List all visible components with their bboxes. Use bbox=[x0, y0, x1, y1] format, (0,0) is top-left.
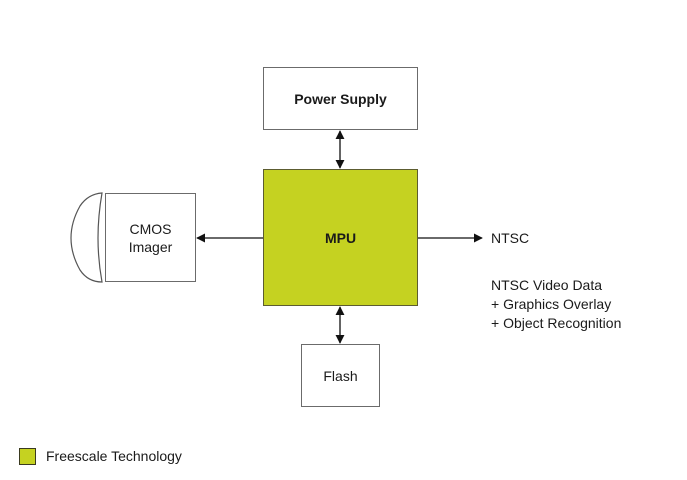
output-note: + Object Recognition bbox=[491, 315, 622, 331]
cmos-imager-label: CMOS Imager bbox=[129, 220, 173, 256]
ntsc-output-label: NTSC bbox=[491, 230, 530, 246]
power-supply-label: Power Supply bbox=[294, 90, 387, 107]
cmos-imager-block: CMOS Imager bbox=[105, 193, 196, 282]
lens-icon bbox=[70, 192, 103, 283]
cmos-label-line1: CMOS bbox=[129, 220, 172, 237]
output-note: + Graphics Overlay bbox=[491, 296, 612, 312]
mpu-block: MPU bbox=[263, 169, 418, 306]
flash-block: Flash bbox=[301, 344, 380, 407]
legend-swatch bbox=[19, 448, 36, 465]
output-notes: NTSC Video Data + Graphics Overlay + Obj… bbox=[491, 276, 621, 333]
cmos-label-line2: Imager bbox=[128, 238, 173, 255]
mpu-label: MPU bbox=[324, 229, 357, 246]
output-note: NTSC Video Data bbox=[491, 277, 603, 293]
power-supply-block: Power Supply bbox=[263, 67, 418, 130]
legend-label: Freescale Technology bbox=[46, 448, 182, 464]
flash-label: Flash bbox=[323, 367, 358, 384]
